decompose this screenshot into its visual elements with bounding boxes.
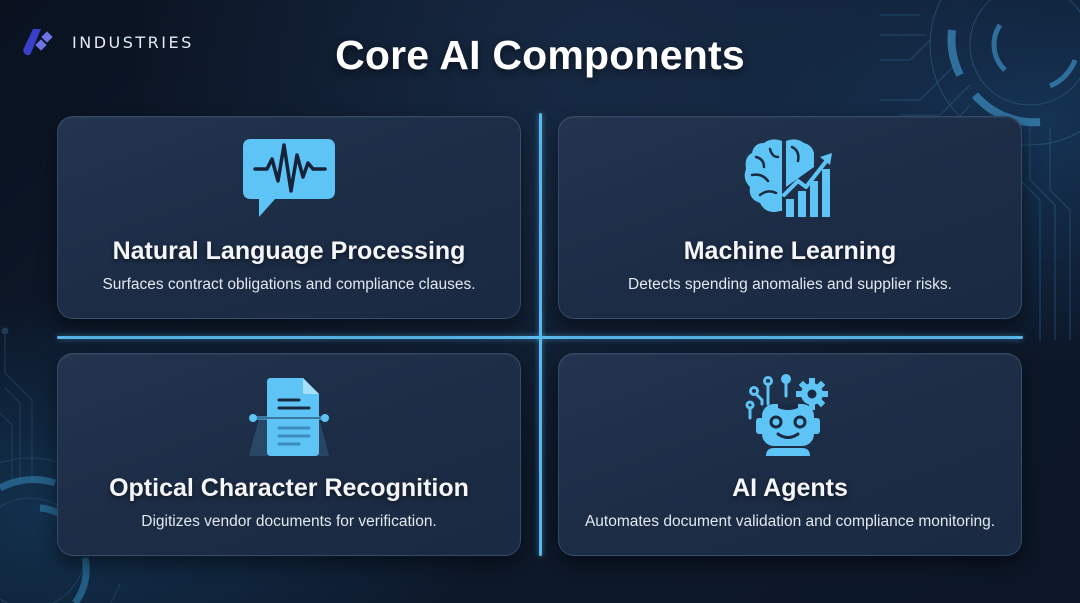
brain-growth-chart-icon	[742, 137, 838, 223]
card-description: Detects spending anomalies and supplier …	[628, 276, 952, 293]
card-description: Automates document validation and compli…	[584, 513, 996, 530]
robot-gear-icon	[742, 374, 838, 460]
horizontal-divider	[57, 336, 1023, 339]
card-natural-language-processing: Natural Language Processing Surfaces con…	[57, 116, 521, 319]
card-ai-agents: AI Agents Automates document validation …	[558, 353, 1022, 556]
speech-waveform-icon	[241, 137, 337, 223]
card-title: Optical Character Recognition	[109, 474, 469, 502]
brand-name: INDUSTRIES	[72, 32, 194, 52]
page-title: Core AI Components	[335, 32, 745, 78]
card-title: Machine Learning	[683, 237, 897, 265]
brand-logo: INDUSTRIES	[23, 27, 194, 57]
brand-logo-icon	[23, 29, 53, 56]
card-description: Digitizes vendor documents for verificat…	[141, 513, 437, 530]
card-description: Surfaces contract obligations and compli…	[102, 276, 476, 293]
card-title: AI Agents	[732, 474, 848, 502]
card-machine-learning: Machine Learning Detects spending anomal…	[558, 116, 1022, 319]
card-optical-character-recognition: Optical Character Recognition Digitizes …	[57, 353, 521, 556]
card-title: Natural Language Processing	[112, 237, 466, 265]
vertical-divider	[539, 113, 542, 556]
document-scan-icon	[241, 374, 337, 460]
